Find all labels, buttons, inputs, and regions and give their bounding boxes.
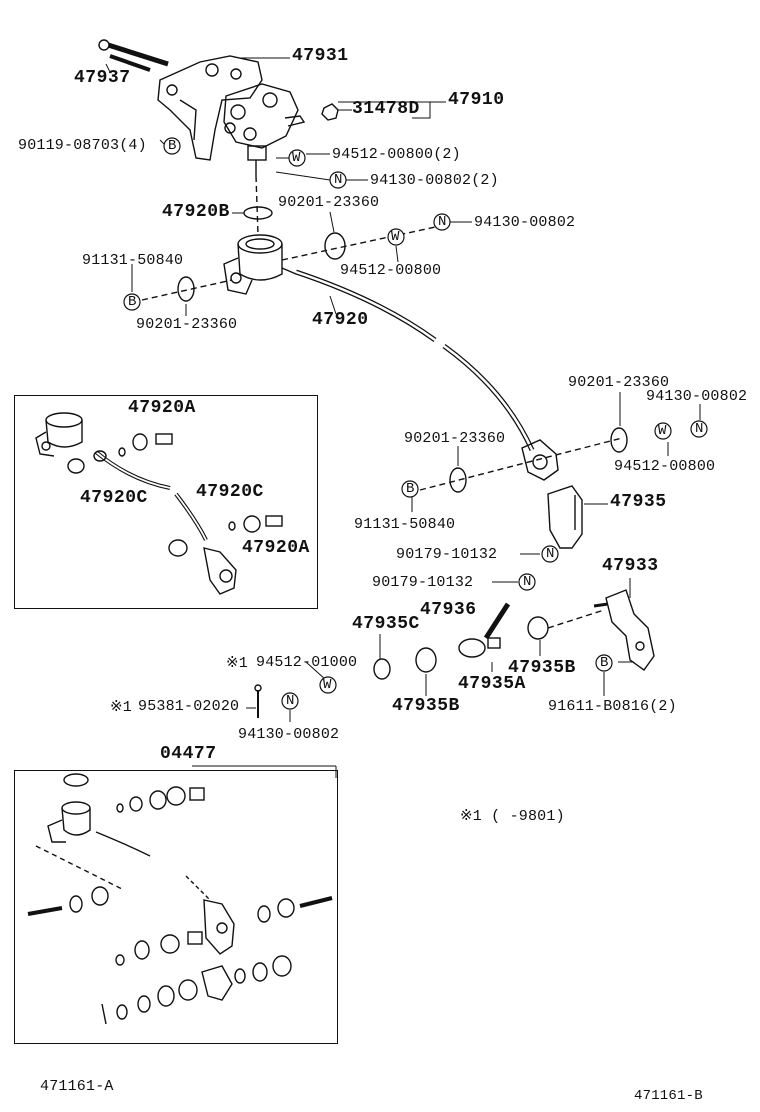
label-91611: 91611-B0816(2): [548, 698, 677, 715]
plug-31478d-drawing: [321, 103, 339, 121]
marker-b-3: [401, 480, 419, 498]
label-95381: 95381-02020: [138, 698, 240, 715]
marker-w-4-letter: W: [323, 677, 332, 693]
label-47920c-right: 47920C: [196, 482, 264, 502]
label-47920c-left: 47920C: [80, 488, 148, 508]
bushing-47935c: [373, 658, 391, 680]
label-47920b: 47920B: [162, 202, 230, 222]
washer-90201-mid: [449, 467, 467, 493]
marker-n-4: [541, 545, 559, 563]
footer-code-right: 471161-B: [634, 1088, 703, 1104]
label-47935a: 47935A: [458, 674, 526, 694]
label-47937: 47937: [74, 68, 131, 88]
pin-47936-drawing: [483, 602, 511, 640]
washer-90201-left: [177, 276, 195, 302]
label-47920: 47920: [312, 310, 369, 330]
label-47920a-bottom: 47920A: [242, 538, 310, 558]
marker-n-5: [518, 573, 536, 591]
label-94512-00800-2: 94512-00800(2): [332, 146, 461, 163]
label-90201-d: 90201-23360: [404, 430, 506, 447]
label-47935c: 47935C: [352, 614, 420, 634]
marker-n-6-letter: N: [286, 693, 295, 709]
marker-w-2: [387, 228, 405, 246]
label-94130-00802-a: 94130-00802: [474, 214, 576, 231]
label-90179-a: 90179-10132: [396, 546, 498, 563]
marker-w-3-letter: W: [658, 423, 667, 439]
pin-47935a: [487, 637, 501, 649]
inset-box-04477-kit: [14, 770, 338, 1044]
reservoir-47920-drawing: [223, 234, 297, 295]
bushing-47935b-left: [415, 647, 437, 673]
marker-b-4-letter: B: [600, 655, 609, 671]
marker-b-2-letter: B: [128, 294, 137, 310]
label-91131-a: 91131-50840: [82, 252, 184, 269]
footer-code-left: 471161-A: [40, 1078, 114, 1095]
marker-n-1: [329, 171, 347, 189]
label-90201-b: 90201-23360: [136, 316, 238, 333]
marker-w-1-letter: W: [292, 150, 301, 166]
label-47935b-right: 47935B: [508, 658, 576, 678]
marker-n-4-letter: N: [546, 546, 555, 562]
label-47936: 47936: [420, 600, 477, 620]
label-47933: 47933: [602, 556, 659, 576]
label-90119: 90119-08703(4): [18, 137, 147, 154]
marker-b-3-letter: B: [406, 481, 415, 497]
label-90201-c: 90201-23360: [568, 374, 670, 391]
marker-w-4: [319, 676, 337, 694]
label-94512-00800-b: 94512-00800: [614, 458, 716, 475]
inset-47920-drawing: [35, 412, 283, 595]
inset-box-47920-variants: [14, 395, 318, 609]
bracket-47935-drawing: [547, 485, 583, 549]
label-47935b-left: 47935B: [392, 696, 460, 716]
washer-90201-top: [324, 232, 346, 260]
label-94512-00800-a: 94512-00800: [340, 262, 442, 279]
label-mark-2: ※1: [110, 699, 132, 716]
label-90201-top: 90201-23360: [278, 194, 380, 211]
marker-w-2-letter: W: [391, 229, 400, 245]
marker-n-2-letter: N: [438, 214, 447, 230]
label-91131-b: 91131-50840: [354, 516, 456, 533]
valve-47910-drawing: [223, 83, 306, 176]
marker-b-1: [163, 137, 181, 155]
marker-w-3: [654, 422, 672, 440]
marker-n-3: [690, 420, 708, 438]
label-31478d: 31478D: [352, 99, 420, 119]
marker-b-4: [595, 654, 613, 672]
bushing-47935a-drawing: [458, 638, 486, 658]
label-47935: 47935: [610, 492, 667, 512]
label-04477: 04477: [160, 744, 217, 764]
label-94130-00802-b: 94130-00802: [646, 388, 748, 405]
label-94130-00802-2: 94130-00802(2): [370, 172, 499, 189]
bolt-47937-drawing: [98, 39, 169, 72]
label-mark-1: ※1: [226, 655, 248, 672]
label-94512-01000: 94512-01000: [256, 654, 358, 671]
bushing-47935b-right: [527, 616, 549, 640]
label-47910: 47910: [448, 90, 505, 110]
inset-04477-drawing: [27, 773, 333, 1025]
label-90179-b: 90179-10132: [372, 574, 474, 591]
footnote-range: ※1 ( -9801): [460, 808, 565, 825]
label-47920a-top: 47920A: [128, 398, 196, 418]
label-94130-00802-c: 94130-00802: [238, 726, 340, 743]
fitting-lower-drawing: [521, 439, 559, 481]
marker-n-1-letter: N: [334, 172, 343, 188]
label-47931: 47931: [292, 46, 349, 66]
lever-47933-drawing: [593, 589, 655, 671]
marker-n-6: [281, 692, 299, 710]
marker-w-1: [288, 149, 306, 167]
marker-b-2: [123, 293, 141, 311]
washer-90201-right: [610, 427, 628, 453]
marker-n-2: [433, 213, 451, 231]
bracket-47931-drawing: [157, 55, 263, 161]
leader-lines: [105, 57, 701, 778]
marker-n-5-letter: N: [523, 574, 532, 590]
marker-n-3-letter: N: [695, 421, 704, 437]
marker-b-1-letter: B: [168, 138, 177, 154]
